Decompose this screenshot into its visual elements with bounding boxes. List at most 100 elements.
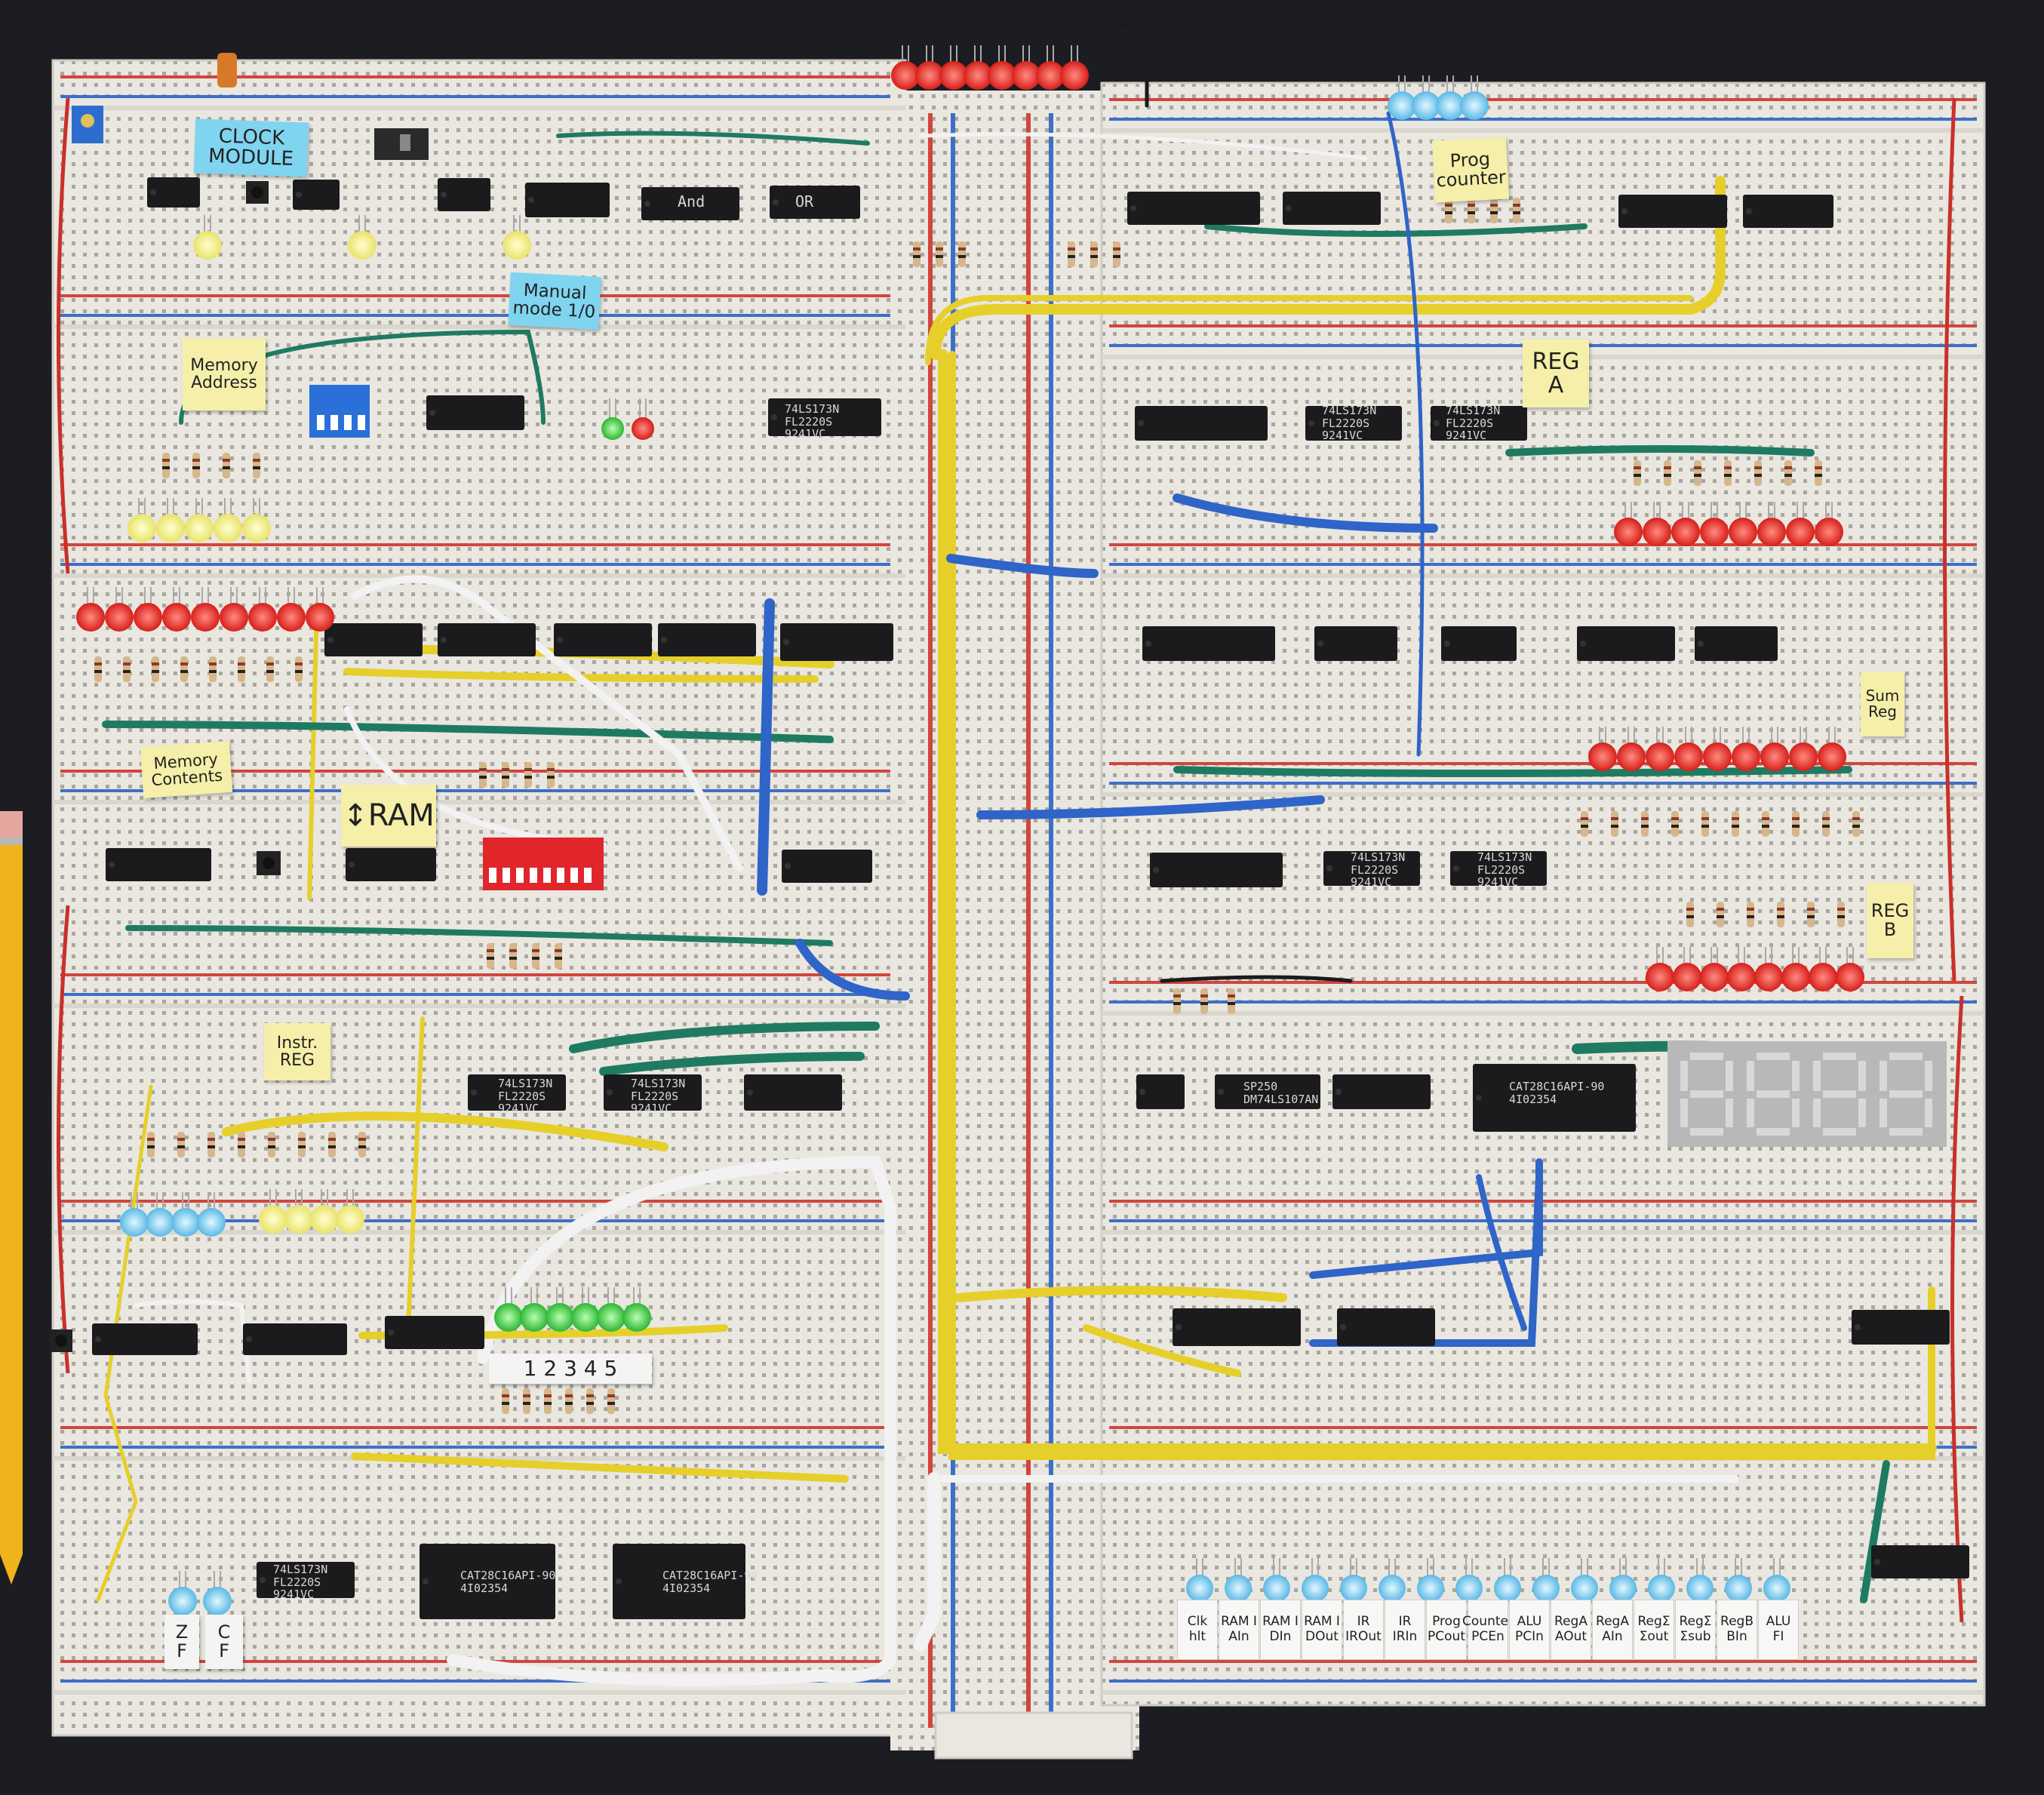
sum-led xyxy=(1646,742,1674,771)
resistor xyxy=(152,656,159,682)
resistor-band xyxy=(586,1402,594,1405)
rail-red xyxy=(1109,543,1977,546)
sum-led xyxy=(1588,742,1617,771)
chip-notch xyxy=(1286,205,1292,211)
control-signal-label: RegA AOut xyxy=(1551,1600,1591,1660)
flipflop-chip-label: SP250 DM74LS107AN xyxy=(1243,1080,1319,1106)
resistor xyxy=(532,943,539,969)
control-signal-label: RAM I AIn xyxy=(1219,1600,1259,1660)
chip-notch xyxy=(471,1090,477,1096)
module-divider xyxy=(53,800,905,804)
resistor xyxy=(958,241,966,267)
chip-notch xyxy=(644,201,650,207)
resistor xyxy=(268,1132,275,1157)
reg-a-chip-label-2: 74LS173N FL2220S 9241VC xyxy=(1446,404,1501,442)
resistor xyxy=(1173,988,1181,1014)
sum-led xyxy=(1617,742,1646,771)
resistor-band xyxy=(1686,915,1694,918)
chip-notch xyxy=(1746,208,1752,214)
sum-reg-note: Sum Reg xyxy=(1861,672,1904,736)
display-digit xyxy=(1880,1053,1932,1136)
resistor-band xyxy=(1792,825,1800,828)
chip-notch xyxy=(607,1090,613,1096)
resistor xyxy=(502,1388,509,1414)
resistor xyxy=(1468,198,1475,223)
resistor-band xyxy=(180,662,188,665)
resistor-band xyxy=(1113,247,1120,251)
ic-chip xyxy=(780,623,893,661)
resistor-band xyxy=(1837,915,1845,918)
manual-mode-note: Manual mode 1/0 xyxy=(508,272,601,330)
resistor-band xyxy=(295,662,303,665)
resistor-band xyxy=(1822,817,1830,820)
rail-blue xyxy=(60,1446,890,1449)
rail-blue xyxy=(1109,118,1977,121)
pc-led xyxy=(1460,91,1489,120)
control-led xyxy=(1340,1575,1367,1602)
resistor xyxy=(207,1132,215,1157)
chip-notch xyxy=(429,410,435,416)
reg-b-led xyxy=(1836,963,1864,991)
ic-chip xyxy=(420,1544,555,1619)
control-signal-label: Clk hlt xyxy=(1177,1600,1218,1660)
chip-notch xyxy=(246,1336,252,1342)
rail-red xyxy=(60,973,890,976)
resistor-band xyxy=(1784,466,1792,469)
resistor-band xyxy=(1717,908,1724,911)
pc-led xyxy=(1436,91,1465,120)
resistor-band xyxy=(162,466,170,469)
mar-chip-label: 74LS173N FL2220S 9241VC xyxy=(785,402,840,441)
resistor-band xyxy=(607,1394,615,1397)
resistor-band xyxy=(192,466,200,469)
reg-a-chip-label-1: 74LS173N FL2220S 9241VC xyxy=(1322,404,1377,442)
or-chip-label: OR xyxy=(795,192,814,211)
chip-notch xyxy=(1308,420,1314,426)
rail-red xyxy=(1109,324,1977,327)
ic-chip xyxy=(613,1544,745,1619)
resistor-band xyxy=(238,662,245,665)
ic-chip xyxy=(1577,626,1675,661)
step-led xyxy=(494,1303,523,1332)
chip-notch xyxy=(785,863,791,869)
sum-led xyxy=(1732,742,1760,771)
chip-notch xyxy=(1145,641,1151,647)
resistor-band xyxy=(544,1402,552,1405)
resistor xyxy=(1852,811,1860,837)
chip-notch xyxy=(296,192,302,198)
chip-notch xyxy=(441,192,447,198)
resistor-band xyxy=(207,1138,215,1141)
reg-a-led xyxy=(1671,518,1700,546)
resistor-band xyxy=(502,1402,509,1405)
chip-notch xyxy=(1336,1089,1342,1095)
edge-wire xyxy=(57,97,70,574)
resistor-band xyxy=(523,1402,530,1405)
resistor-band xyxy=(238,1145,245,1148)
resistor-band xyxy=(266,670,274,673)
rail-red xyxy=(60,1426,890,1429)
instr-led xyxy=(259,1205,287,1234)
resistor-band xyxy=(253,459,260,462)
resistor-band xyxy=(123,662,131,665)
resistor-band xyxy=(1777,908,1784,911)
resistor-band xyxy=(1468,204,1475,207)
resistor-band xyxy=(1815,474,1822,477)
reg-b-led xyxy=(1781,963,1810,991)
resistor-band xyxy=(328,1145,336,1148)
resistor xyxy=(1228,988,1235,1014)
control-signal-label: IR IRIn xyxy=(1385,1600,1425,1660)
sum-led xyxy=(1674,742,1703,771)
reg-a-led xyxy=(1786,518,1815,546)
resistor-band xyxy=(1228,1002,1235,1005)
resistor-band xyxy=(936,255,943,258)
resistor-band xyxy=(1724,466,1732,469)
resistor xyxy=(147,1132,155,1157)
dip-switch-blue xyxy=(309,385,370,438)
chip-notch xyxy=(1138,420,1144,426)
resistor xyxy=(487,943,494,969)
control-led xyxy=(1263,1575,1290,1602)
reg-a-led xyxy=(1729,518,1757,546)
resistor xyxy=(1694,460,1701,486)
display-digit xyxy=(1680,1053,1733,1136)
reg-b-chip-label-2: 74LS173N FL2220S 9241VC xyxy=(1477,850,1532,889)
bus-led xyxy=(915,61,944,90)
